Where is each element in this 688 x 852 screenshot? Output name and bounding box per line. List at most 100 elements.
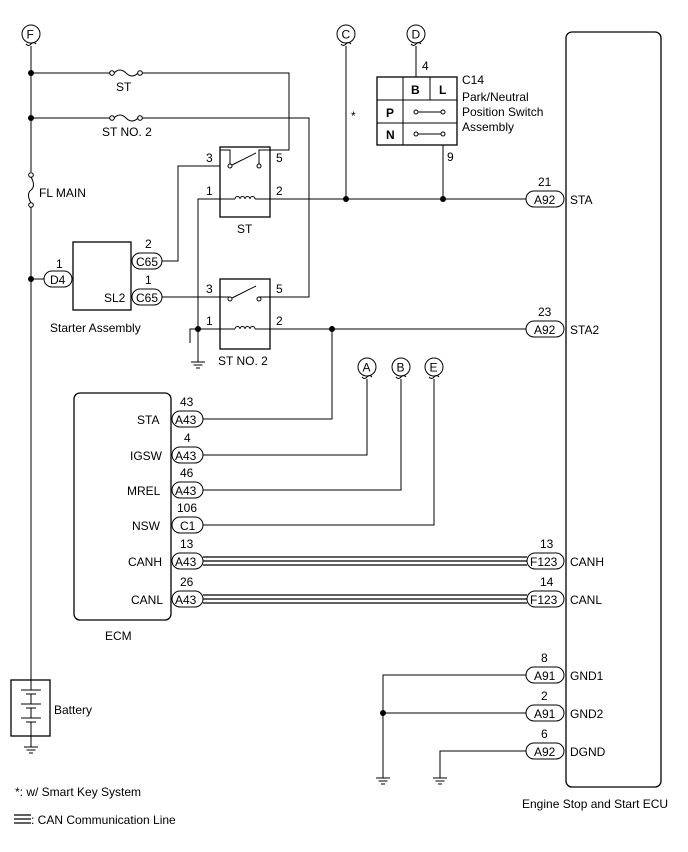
ecm-mrel-name: MREL	[127, 484, 161, 498]
essecu-sta-num: 21	[538, 175, 552, 189]
essecu-gnd2-name: GND2	[570, 707, 604, 721]
terminal-d-label: D	[412, 28, 421, 42]
fuse-fl-main-label: FL MAIN	[39, 186, 86, 200]
ecm-nsw-name: NSW	[132, 519, 161, 533]
svg-text:C65: C65	[136, 255, 158, 269]
relay-st-no2-pin2: 2	[276, 314, 283, 328]
essecu-dgnd-name: DGND	[570, 745, 606, 759]
ground-icon	[376, 777, 390, 785]
essecu-gnd1-num: 8	[541, 651, 548, 665]
ecm-igsw-name: IGSW	[130, 449, 163, 463]
connector-a43-canh: A43	[171, 552, 204, 570]
connector-a43-mrel: A43	[171, 481, 204, 499]
pnp-id: C14	[462, 73, 484, 87]
svg-text:A92: A92	[534, 745, 556, 759]
svg-text:A91: A91	[534, 669, 556, 683]
ecm-sta-num: 43	[180, 395, 194, 409]
terminal-f-label: F	[27, 28, 34, 42]
terminal-b: B	[391, 357, 411, 379]
fuse-fl-main	[28, 172, 34, 208]
fuse-st-label: ST	[116, 80, 132, 94]
essecu-canl-num: 14	[540, 575, 554, 589]
starter-sl2-label: SL2	[104, 291, 126, 305]
starter-label: Starter Assembly	[50, 321, 141, 335]
pnp-name-line-3: Assembly	[462, 120, 514, 134]
svg-text:F123: F123	[530, 555, 558, 569]
starter-assembly	[72, 241, 132, 311]
connector-d4: D4	[43, 270, 73, 288]
legend-smartkey: *: w/ Smart Key System	[15, 785, 141, 799]
relay-st-pin2: 2	[276, 184, 283, 198]
relay-st	[219, 146, 271, 218]
svg-text:A43: A43	[175, 593, 197, 607]
svg-text:A43: A43	[175, 555, 197, 569]
connector-a92-sta: A92	[525, 190, 565, 208]
ecm-label: ECM	[105, 629, 132, 643]
essecu-sta-name: STA	[570, 193, 592, 207]
terminal-e: E	[424, 357, 444, 379]
pnp-name-line-2: Position Switch	[462, 105, 543, 119]
svg-text:A43: A43	[175, 484, 197, 498]
pnp-row-n: N	[386, 128, 395, 142]
terminal-a: A	[357, 357, 377, 379]
svg-text:F123: F123	[530, 593, 558, 607]
terminal-c-label: C	[342, 28, 351, 42]
relay-st-no2-label: ST NO. 2	[218, 354, 268, 368]
ecm-canh-num: 13	[180, 537, 194, 551]
starter-c65-bottom-pin: 1	[145, 273, 152, 287]
essecu-label: Engine Stop and Start ECU	[522, 797, 668, 811]
connector-a91-gnd2: A91	[525, 704, 565, 722]
essecu-gnd1-name: GND1	[570, 669, 604, 683]
pnp-row-p: P	[386, 106, 394, 120]
relay-st-no2-coil-icon	[220, 326, 270, 330]
pnp-col-b: B	[411, 83, 420, 97]
ecm-canl-num: 26	[180, 575, 194, 589]
fuse-st	[109, 69, 143, 77]
pnp-name-line-1: Park/Neutral	[462, 90, 529, 104]
essecu-sta2-name: STA2	[570, 323, 599, 337]
svg-text:C1: C1	[180, 519, 196, 533]
pnp-col-l: L	[439, 83, 446, 97]
svg-text:D4: D4	[50, 273, 66, 287]
fuse-st-no2-label: ST NO. 2	[102, 125, 152, 139]
essecu-canh-name: CANH	[570, 555, 604, 569]
connector-c65-bottom: C65	[131, 288, 163, 306]
terminal-b-label: B	[397, 361, 405, 375]
legend-can: : CAN Communication Line	[31, 813, 176, 827]
terminal-e-label: E	[430, 361, 438, 375]
essecu-canl-name: CANL	[570, 593, 602, 607]
relay-st-no2-pin3: 3	[206, 282, 213, 296]
svg-text:A92: A92	[534, 323, 556, 337]
ecm-nsw-num: 106	[177, 501, 197, 515]
smartkey-marker: *	[351, 109, 356, 123]
svg-text:A43: A43	[175, 449, 197, 463]
connector-a43-canl: A43	[171, 590, 204, 608]
connector-c1-nsw: C1	[171, 516, 204, 534]
can-line-canh	[203, 556, 527, 566]
ecm-canh-name: CANH	[128, 555, 162, 569]
terminal-a-label: A	[363, 361, 371, 375]
relay-st-pin1: 1	[206, 184, 213, 198]
svg-text:A43: A43	[175, 413, 197, 427]
svg-text:A91: A91	[534, 707, 556, 721]
relay-st-no2-pin5: 5	[276, 282, 283, 296]
can-line-canl	[203, 594, 527, 604]
relay-st-pin3: 3	[206, 151, 213, 165]
relay-st-label: ST	[237, 222, 253, 236]
relay-st-coil-icon	[220, 196, 270, 200]
essecu-box	[565, 31, 662, 788]
relay-st-pin5: 5	[276, 151, 283, 165]
essecu-gnd2-num: 2	[541, 689, 548, 703]
connector-a43-igsw: A43	[171, 446, 204, 464]
fuse-st-no2	[109, 114, 143, 122]
terminal-f: F	[21, 24, 41, 46]
essecu-sta2-num: 23	[538, 305, 552, 319]
ecm-mrel-num: 46	[180, 466, 194, 480]
relay-st-no2	[219, 278, 271, 350]
starter-d4-pin: 1	[56, 257, 63, 271]
ground-icon	[191, 361, 205, 369]
terminal-d: D	[406, 24, 426, 46]
relay-st-no2-pin1: 1	[206, 314, 213, 328]
pnp-pin-bottom: 9	[447, 150, 454, 164]
